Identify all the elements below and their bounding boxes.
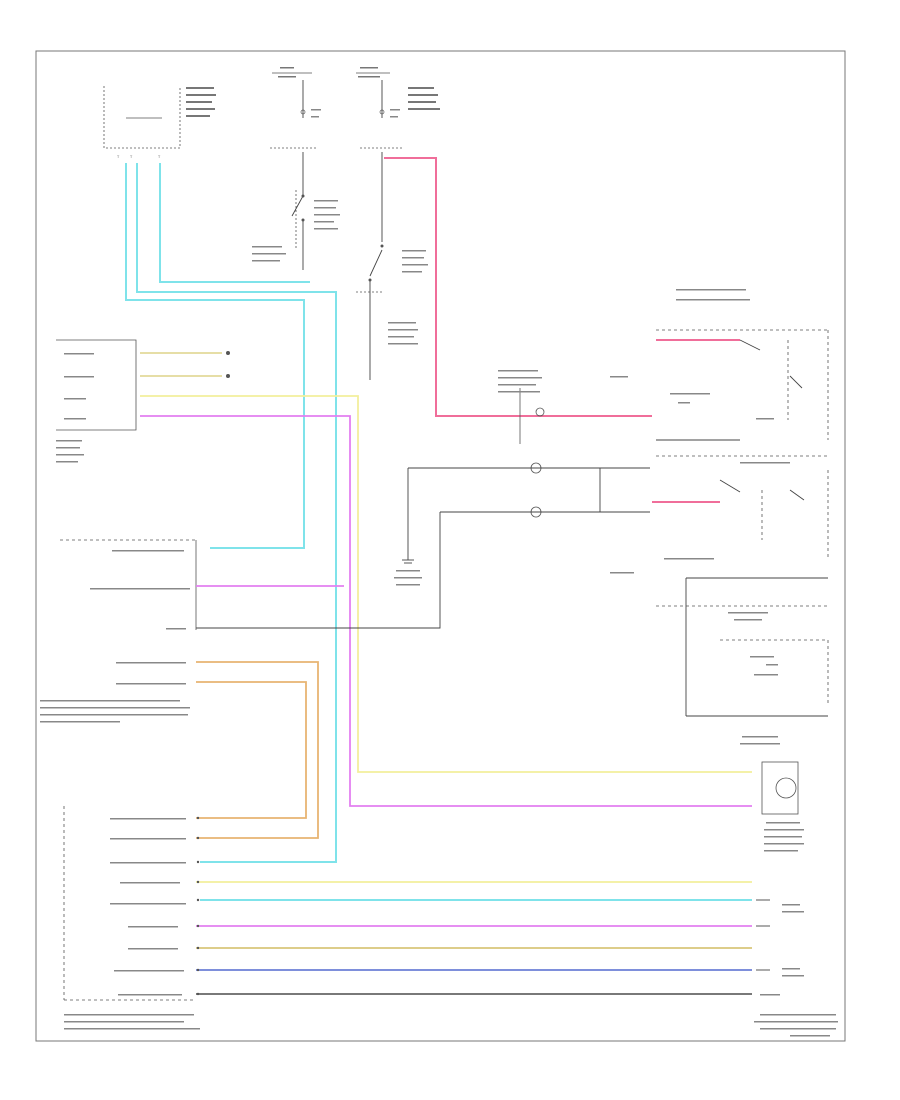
vehicle-speed-sensor [756, 899, 804, 927]
svg-text:T: T [157, 155, 161, 159]
pcm-harness-wires [196, 881, 752, 995]
orange-wire-group [196, 661, 319, 839]
pcm-labels-upper [40, 662, 190, 723]
orange-wire-1 [196, 661, 319, 839]
steering-wheel-controls [610, 289, 829, 745]
pink-wire-group [384, 157, 740, 503]
light-blue-wire-1 [125, 163, 305, 549]
pink-wire-main [384, 157, 652, 417]
diagram-frame [35, 50, 846, 1042]
orange-wire-2 [196, 681, 307, 819]
svg-text:T: T [129, 155, 133, 159]
steering-wheel-wires [196, 467, 650, 629]
light-blue-wire-2 [136, 163, 337, 863]
transmission-wires [140, 352, 752, 807]
accelerator-pedal-sensor [761, 761, 804, 852]
cruise-control-module [60, 539, 197, 630]
stop-lamp-switch [252, 152, 340, 270]
ground-point [394, 552, 422, 586]
svg-text:T: T [116, 155, 120, 159]
magenta-wire-1 [140, 415, 752, 807]
throttle-actuator [754, 968, 838, 1037]
clockspring [498, 370, 545, 518]
light-blue-wire-3 [159, 163, 310, 283]
fuse-block-top [270, 67, 440, 149]
powertrain-control-module [63, 806, 200, 1030]
light-blue-wire-group [125, 163, 752, 901]
cruise-release-switch [356, 152, 428, 380]
yellow-wire-1 [140, 395, 752, 773]
pcm-pin-markers [196, 816, 200, 996]
transmission-module [56, 339, 137, 463]
ground-symbols-top [226, 351, 230, 378]
